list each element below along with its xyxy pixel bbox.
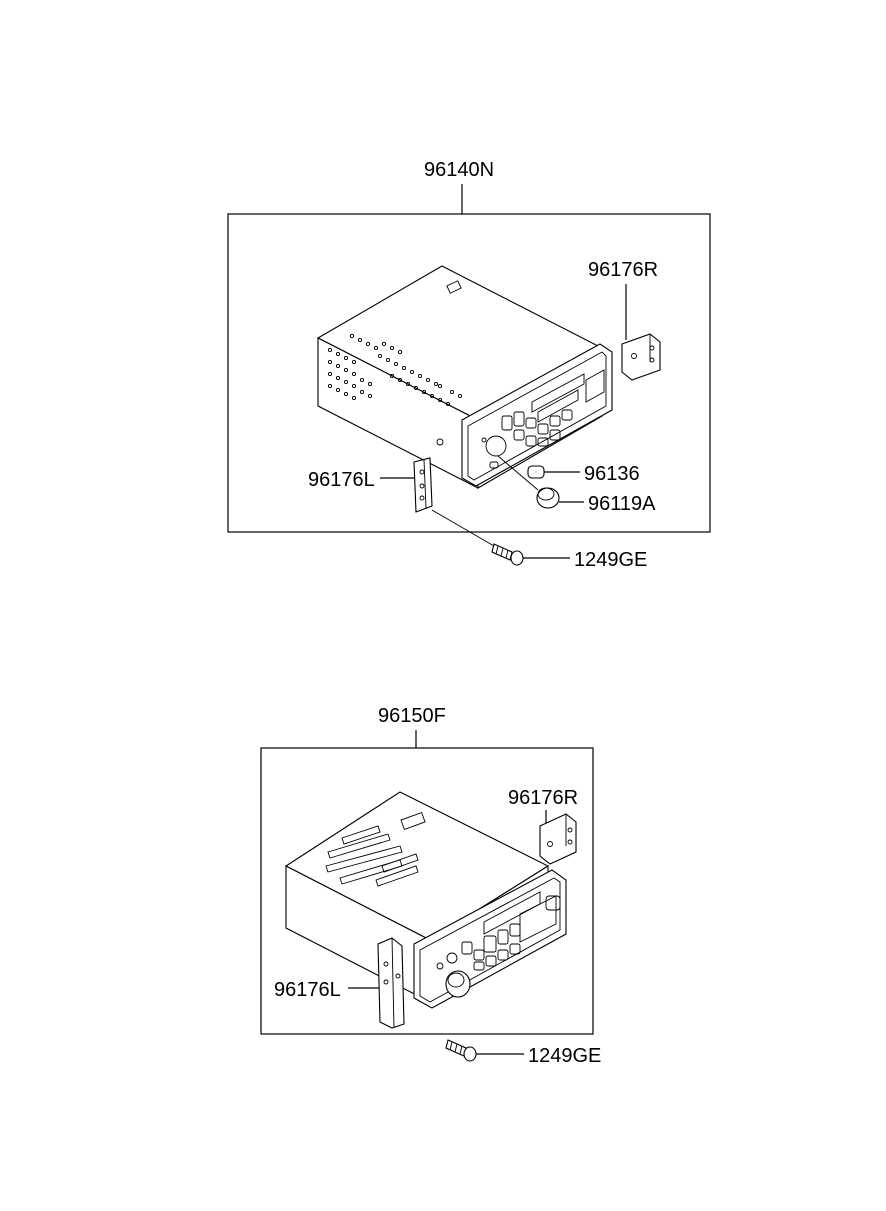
bracket-right-2: 96176R [508,787,578,865]
knob-96119A: 96119A [497,455,656,515]
callout-96136: 96136 [584,463,640,485]
callout-96176L-1: 96176L [308,469,375,491]
assembly-2-frame [260,747,594,1035]
callout-96119A: 96119A [588,493,656,515]
vent-holes [327,333,463,407]
assembly-2: 96150F [260,705,601,1067]
faceplate-1 [461,343,613,487]
callout-96176R-1: 96176R [588,259,658,281]
callout-96176L-2: 96176L [274,979,341,1001]
callout-1249GE-2: 1249GE [528,1045,601,1067]
button-96136: 96136 [527,463,640,485]
bracket-left-1: 96176L [308,457,433,513]
callout-96176R-2: 96176R [508,787,578,809]
assembly-1-part-number: 96140N [424,159,494,181]
bracket-left-2: 96176L [274,937,405,1029]
screw-2: 1249GE [445,1039,601,1067]
assembly-2-part-number: 96150F [378,705,446,727]
faceplate-2 [413,869,567,1009]
callout-1249GE-1: 1249GE [574,549,647,571]
bracket-right-1: 96176R [588,259,661,381]
screw-1: 1249GE [431,509,647,571]
assembly-1: 96140N [227,159,711,571]
label-blocks [325,825,419,887]
